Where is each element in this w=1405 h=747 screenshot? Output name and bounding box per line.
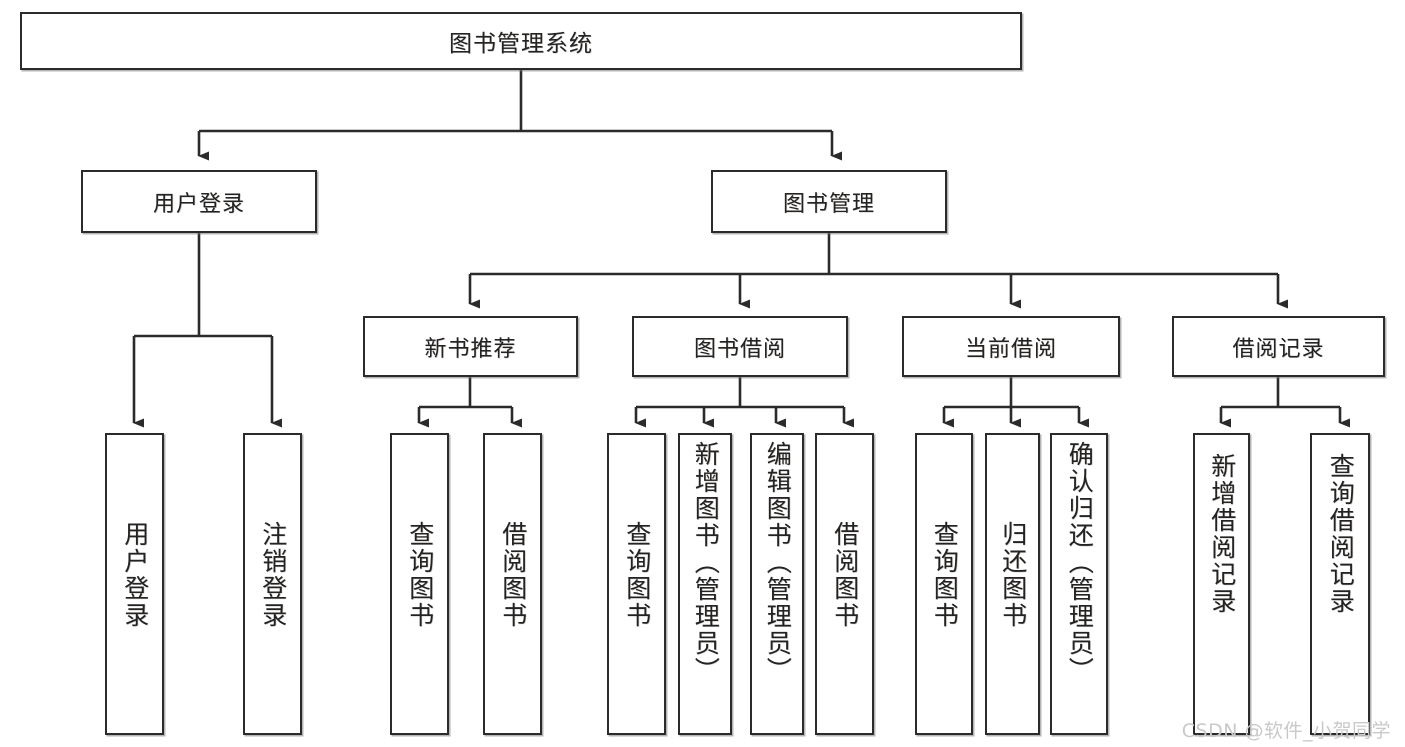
csdn-watermark: CSDN @软件_小贺同学 xyxy=(1181,720,1391,742)
node-user-login[interactable]: 用户登录 xyxy=(81,170,317,233)
node-book-borrow-label: 图书借阅 xyxy=(693,336,786,362)
node-leaf-query-record[interactable]: 查询借阅记录 xyxy=(1310,433,1370,735)
node-root-label: 图书管理系统 xyxy=(449,31,593,57)
node-leaf-add-book-label: 新增图书（管理员） xyxy=(691,441,721,684)
node-book-manage[interactable]: 图书管理 xyxy=(711,170,947,233)
node-leaf-query-book-3-label: 查询图书 xyxy=(930,521,960,629)
node-book-borrow[interactable]: 图书借阅 xyxy=(632,316,848,377)
node-leaf-add-record[interactable]: 新增借阅记录 xyxy=(1193,433,1250,735)
node-borrow-record[interactable]: 借阅记录 xyxy=(1172,316,1385,377)
node-leaf-user-login-label: 用户登录 xyxy=(120,521,150,629)
node-leaf-confirm-return[interactable]: 确认归还（管理员） xyxy=(1050,433,1108,735)
node-current-borrow-label: 当前借阅 xyxy=(964,336,1057,362)
node-leaf-edit-book[interactable]: 编辑图书（管理员） xyxy=(750,433,804,735)
node-leaf-add-record-label: 新增借阅记录 xyxy=(1207,453,1237,615)
node-leaf-logout-login-label: 注销登录 xyxy=(258,521,288,629)
node-leaf-edit-book-label: 编辑图书（管理员） xyxy=(763,441,793,684)
node-current-borrow[interactable]: 当前借阅 xyxy=(902,316,1120,377)
node-leaf-logout-login[interactable]: 注销登录 xyxy=(243,433,302,735)
node-leaf-return-book[interactable]: 归还图书 xyxy=(985,433,1040,735)
node-leaf-query-book-2[interactable]: 查询图书 xyxy=(607,433,666,735)
node-user-login-label: 用户登录 xyxy=(152,191,245,217)
node-leaf-borrow-book-2[interactable]: 借阅图书 xyxy=(815,433,874,735)
node-root[interactable]: 图书管理系统 xyxy=(20,12,1022,70)
node-leaf-borrow-book-1-label: 借阅图书 xyxy=(498,521,528,629)
node-leaf-query-book-1-label: 查询图书 xyxy=(405,521,435,629)
node-borrow-record-label: 借阅记录 xyxy=(1232,336,1325,362)
node-leaf-user-login[interactable]: 用户登录 xyxy=(105,433,164,735)
node-book-manage-label: 图书管理 xyxy=(782,191,875,217)
node-leaf-query-book-3[interactable]: 查询图书 xyxy=(915,433,973,735)
node-leaf-borrow-book-2-label: 借阅图书 xyxy=(830,521,860,629)
node-new-book-rec-label: 新书推荐 xyxy=(424,336,517,362)
node-leaf-borrow-book-1[interactable]: 借阅图书 xyxy=(483,433,542,735)
node-leaf-confirm-return-label: 确认归还（管理员） xyxy=(1065,441,1095,684)
node-leaf-add-book[interactable]: 新增图书（管理员） xyxy=(678,433,732,735)
node-leaf-query-book-1[interactable]: 查询图书 xyxy=(390,433,449,735)
node-leaf-return-book-label: 归还图书 xyxy=(998,521,1028,629)
node-new-book-rec[interactable]: 新书推荐 xyxy=(363,316,578,377)
node-leaf-query-book-2-label: 查询图书 xyxy=(622,521,652,629)
node-leaf-query-record-label: 查询借阅记录 xyxy=(1326,453,1356,615)
